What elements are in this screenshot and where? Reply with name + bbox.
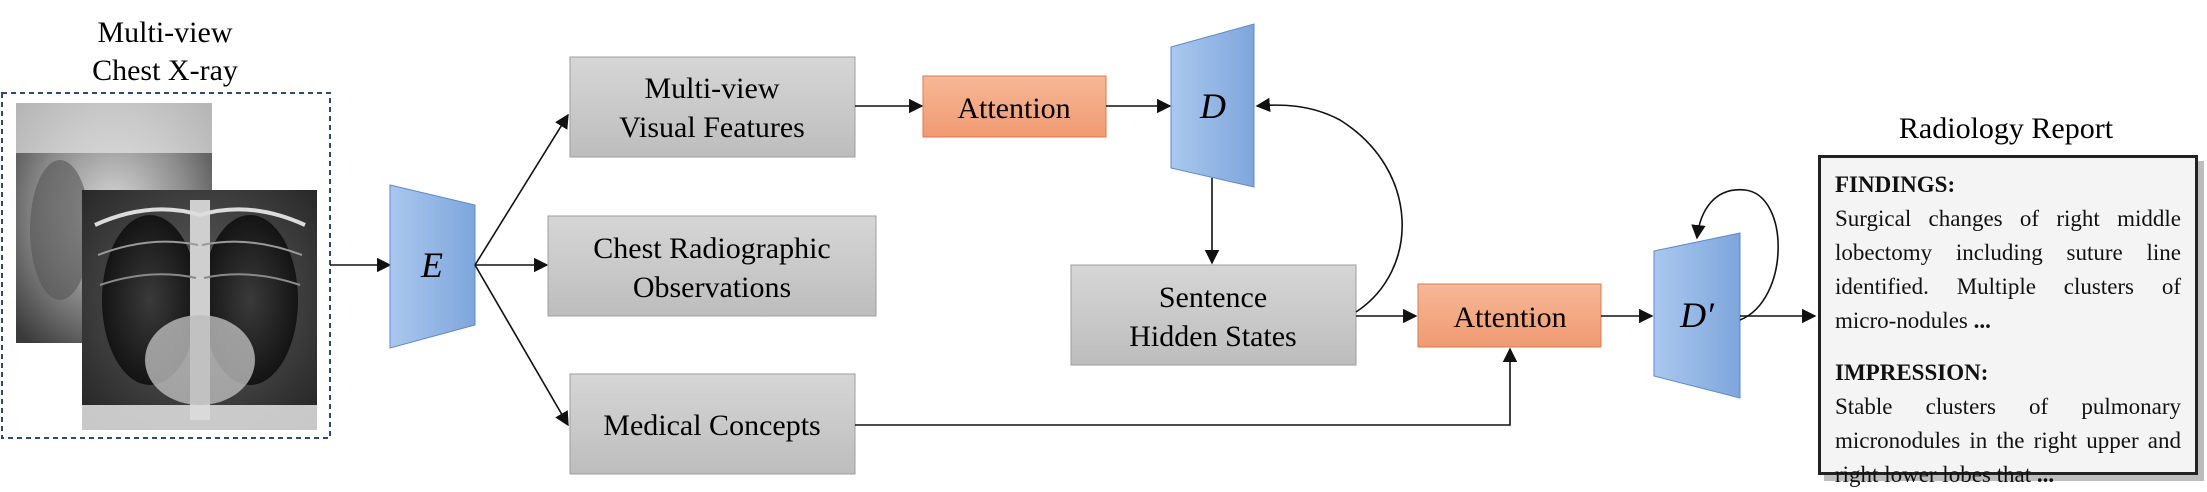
findings-text: Surgical changes of right middle lobecto… <box>1835 206 2181 333</box>
findings-header: FINDINGS: <box>1835 172 1956 197</box>
observations-label-line1: Chest Radiographic <box>593 232 830 265</box>
hidden-states-box <box>1070 264 1357 366</box>
observations-label-line2: Observations <box>633 271 791 304</box>
report-spacer <box>1835 338 2181 356</box>
hidden-states-label-line1: Sentence <box>1159 281 1267 314</box>
report-title: Radiology Report <box>1899 112 2114 145</box>
attention-top-label: Attention <box>957 92 1070 125</box>
attention-bottom-box <box>1417 283 1602 348</box>
impression-text: Stable clusters of pulmonary micronodule… <box>1835 394 2181 487</box>
decoder-top-label: D <box>1199 86 1226 126</box>
medical-concepts-label: Medical Concepts <box>603 409 820 442</box>
hidden-states-label-line2: Hidden States <box>1129 320 1296 353</box>
input-title-line2: Chest X-ray <box>92 54 238 87</box>
visual-features-label-line1: Multi-view <box>645 72 780 105</box>
findings-ellipsis: ... <box>1973 308 1991 333</box>
input-title-line1: Multi-view <box>98 16 233 49</box>
decoder-prime-self-loop <box>1691 189 1779 321</box>
encoder-label: E <box>420 245 443 285</box>
frontal-xray-image <box>82 190 317 430</box>
medical-concepts-box <box>569 373 856 475</box>
attention-bottom-label: Attention <box>1453 301 1566 334</box>
arrow-hidden-to-decoder-loop <box>1255 97 1403 313</box>
decoder-bottom-label: D′ <box>1679 295 1715 335</box>
arrow-encoder-to-visual <box>474 113 569 266</box>
impression-ellipsis: ... <box>2036 462 2055 487</box>
visual-features-label-line2: Visual Features <box>619 111 805 144</box>
attention-top-box <box>922 75 1107 138</box>
encoder-block <box>389 184 476 349</box>
findings-text-block: Surgical changes of right middle lobecto… <box>1835 202 2181 338</box>
radiology-report-box: FINDINGS: Surgical changes of right midd… <box>1818 155 2198 487</box>
observations-box <box>547 215 877 317</box>
visual-features-box <box>569 56 856 158</box>
impression-header: IMPRESSION: <box>1835 360 1989 385</box>
arrow-concepts-to-attention <box>855 347 1518 426</box>
decoder-top-block <box>1170 23 1255 188</box>
impression-text-block: Stable clusters of pulmonary micronodule… <box>1835 390 2181 492</box>
decoder-bottom-block <box>1653 232 1741 399</box>
arrow-encoder-to-concepts <box>474 264 569 427</box>
input-frame <box>1 92 331 439</box>
